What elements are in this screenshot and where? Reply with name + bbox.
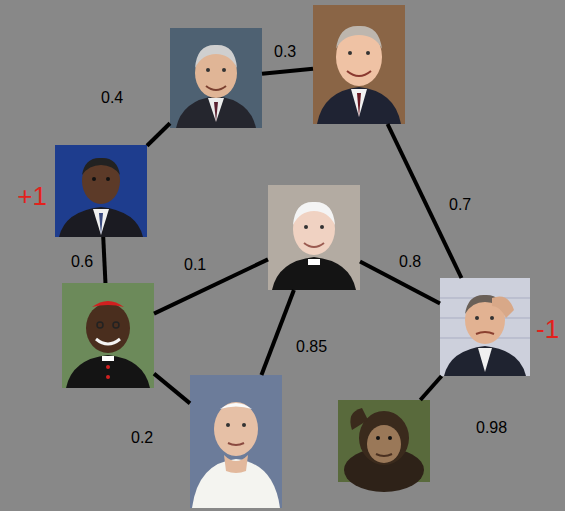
node-score: +1 — [17, 183, 47, 209]
edge-weight: 0.98 — [474, 419, 509, 437]
person-node — [268, 185, 360, 290]
edge-weight: 0.6 — [69, 253, 95, 271]
edge-weight: 0.4 — [99, 89, 125, 107]
graph-edge — [154, 259, 268, 313]
edge-line — [154, 259, 268, 313]
graph-edge — [420, 376, 441, 400]
graph-edge — [154, 374, 190, 404]
edge-line — [262, 69, 313, 74]
edge-weight: 0.8 — [397, 253, 423, 271]
edge-line — [261, 290, 294, 375]
portrait — [190, 375, 282, 508]
edge-weight: 0.2 — [129, 429, 155, 447]
edge-weight: 0.7 — [447, 196, 473, 214]
person-node: -1 — [440, 278, 530, 376]
portrait — [338, 400, 430, 492]
graph-edge — [103, 237, 105, 283]
edge-weight: 0.85 — [294, 338, 329, 356]
portrait — [313, 5, 405, 124]
edge-line — [154, 374, 190, 404]
portrait — [55, 145, 147, 237]
person-node — [338, 400, 430, 482]
graph-edge — [262, 69, 313, 74]
person-node: +1 — [55, 145, 147, 237]
edge-line — [103, 237, 105, 283]
person-node — [190, 375, 282, 508]
person-node — [170, 28, 262, 128]
graph-edge — [147, 123, 170, 146]
portrait — [440, 278, 530, 376]
person-node — [62, 283, 154, 388]
graph-edge — [261, 290, 294, 375]
edge-weight: 0.1 — [182, 256, 208, 274]
portrait — [62, 283, 154, 388]
edge-line — [420, 376, 441, 400]
portrait — [170, 28, 262, 128]
node-score: -1 — [536, 316, 559, 342]
portrait — [268, 185, 360, 290]
edge-line — [147, 123, 170, 146]
person-node — [313, 5, 405, 124]
edge-weight: 0.3 — [272, 43, 298, 61]
